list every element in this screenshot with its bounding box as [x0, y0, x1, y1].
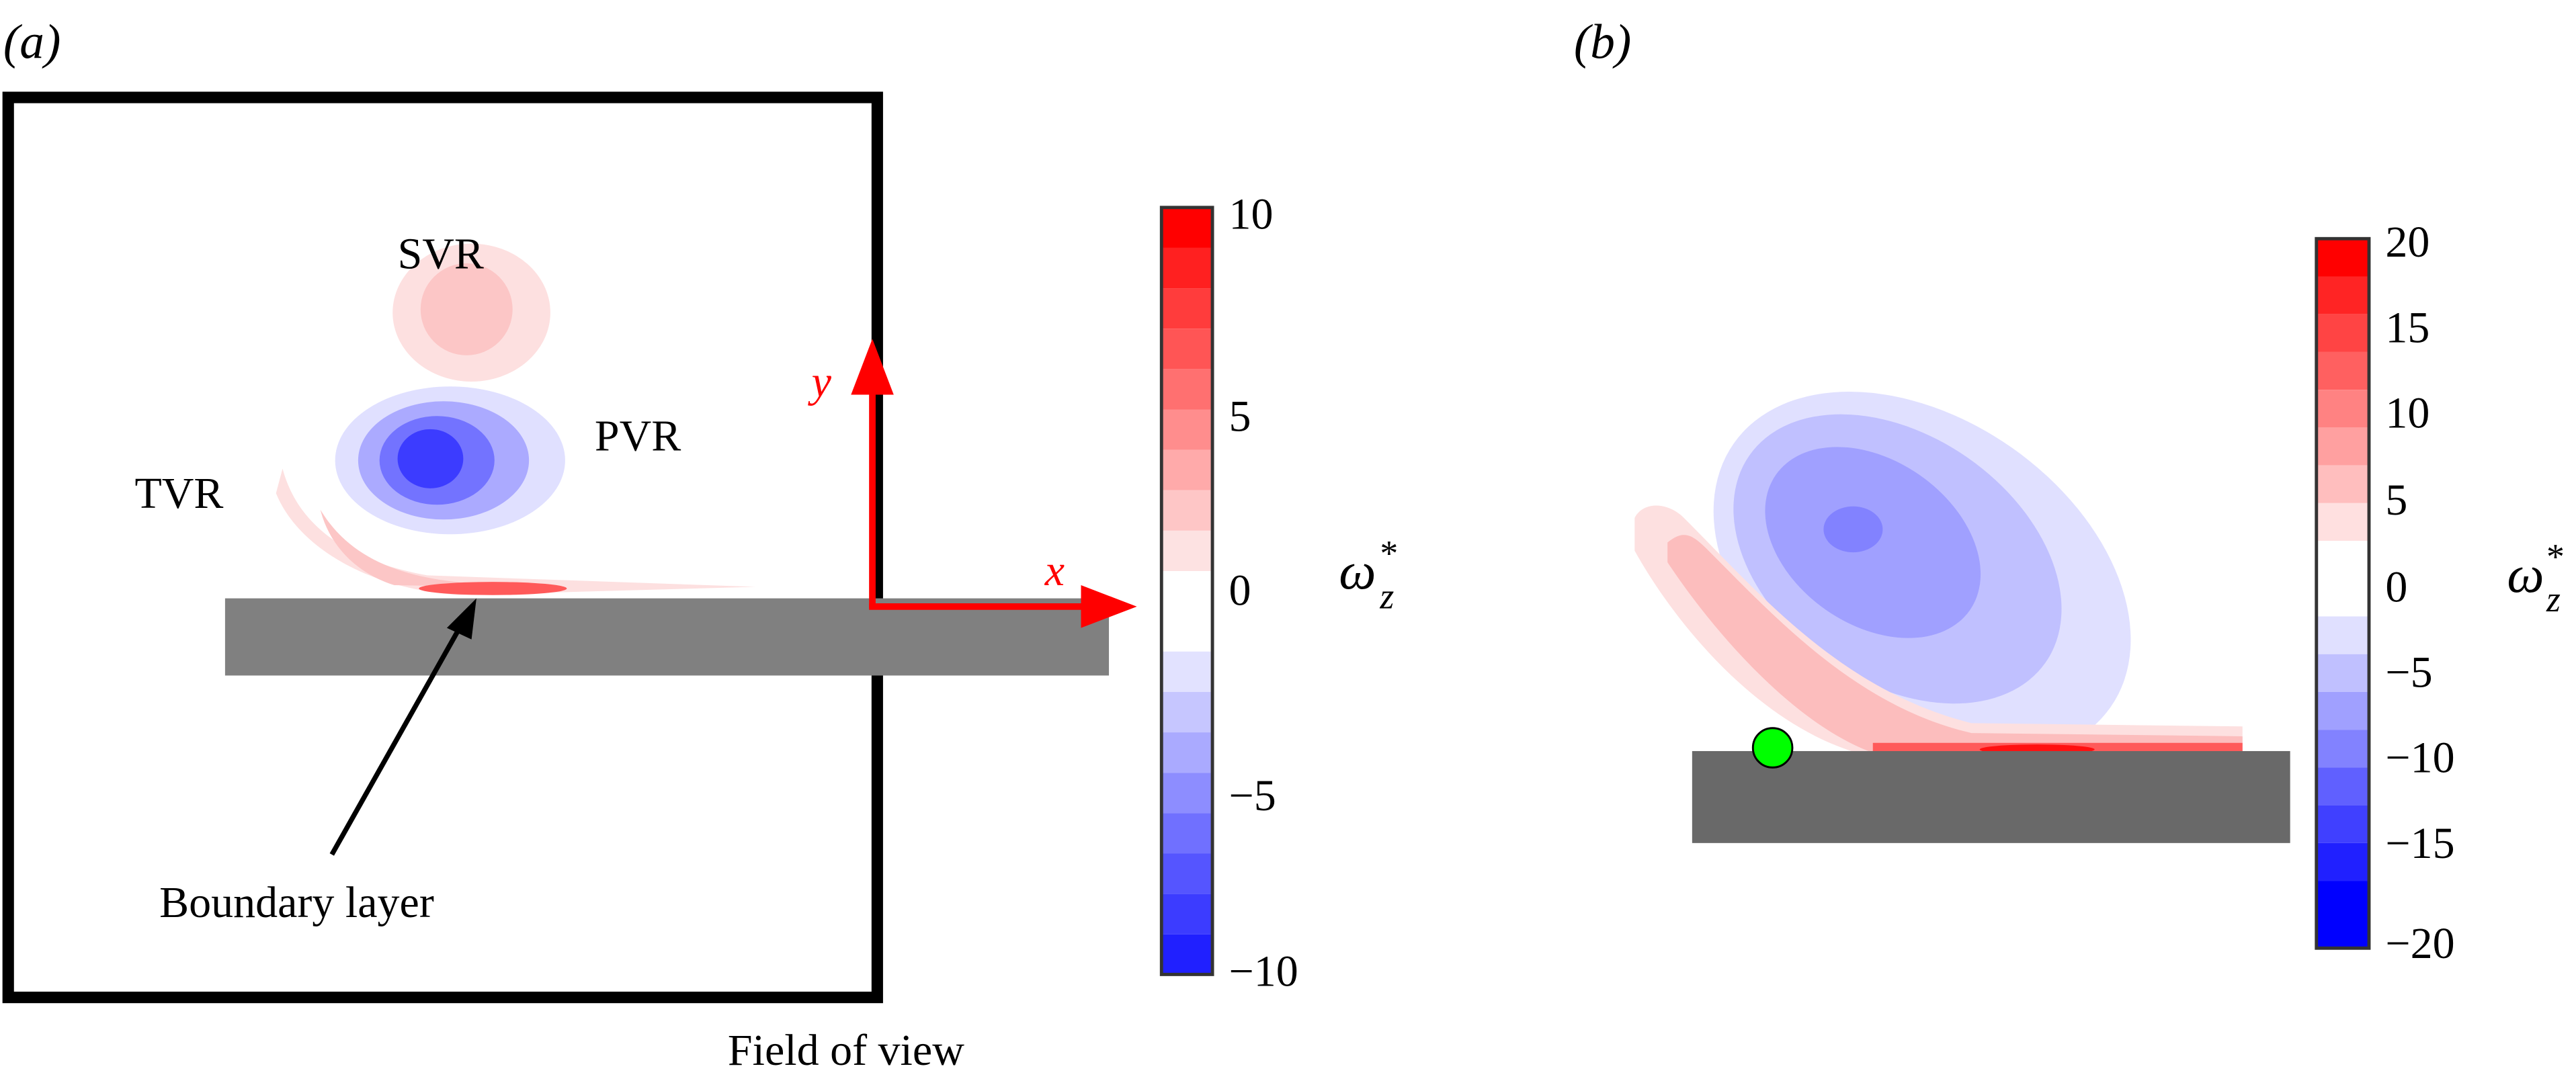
cb-b-tick: 15	[2385, 303, 2429, 352]
panel-b-label: (b)	[1574, 14, 1632, 69]
tvr-label: TVR	[134, 469, 223, 518]
field-of-view-box	[2, 91, 883, 1004]
cb-a-tick: 0	[1229, 566, 1251, 615]
cb-b-label-sub: z	[2546, 579, 2561, 619]
tvr-contour	[276, 468, 756, 595]
y-axis-label: y	[808, 357, 832, 406]
cb-b-tick: −10	[2385, 734, 2454, 783]
svr-label: SVR	[398, 229, 484, 278]
cb-a-tick: 5	[1229, 392, 1251, 441]
cb-b-tick: −15	[2385, 819, 2454, 868]
colorbar-b: 20 15 10 5 0 −5 −10 −15 −20 ω * z	[2315, 218, 2565, 968]
cb-b-tick: −20	[2385, 919, 2454, 968]
cb-a-label: ω	[1339, 541, 1376, 600]
pvr-contour	[335, 386, 565, 535]
marker-dot	[1751, 727, 1794, 769]
plate	[224, 598, 1110, 676]
cb-a-label-sup: *	[1380, 533, 1398, 574]
cb-b-tick: 10	[2385, 388, 2429, 437]
x-arrow-head-icon	[1081, 585, 1137, 628]
panel-b: (b)	[1574, 14, 2565, 968]
cb-b-tick: −5	[2385, 648, 2432, 697]
boundary-layer-label: Boundary layer	[159, 878, 434, 927]
plate	[1692, 750, 2290, 843]
svr-contour	[392, 243, 550, 382]
colorbar-a: 10 5 0 −5 −10 ω * z	[1159, 190, 1398, 996]
cb-a-label-sub: z	[1379, 576, 1394, 616]
cb-a-tick: 10	[1229, 190, 1273, 239]
panel-a-label: (a)	[3, 14, 61, 69]
cb-b-label-sup: *	[2546, 537, 2565, 577]
boundary-layer-arrow	[329, 598, 476, 856]
cb-b-tick: 0	[2385, 563, 2407, 612]
cb-b-label: ω	[2507, 545, 2544, 603]
xy-axes: y x	[808, 339, 1137, 628]
cb-a-tick: −5	[1229, 771, 1276, 820]
y-arrow-head-icon	[851, 339, 894, 395]
pvr-label: PVR	[595, 412, 681, 461]
x-axis-label: x	[1044, 546, 1065, 595]
cb-a-tick: −10	[1229, 947, 1298, 996]
cb-b-tick: 20	[2385, 218, 2429, 267]
cb-b-tick: 5	[2385, 476, 2407, 525]
field-of-view-label: Field of view	[728, 1026, 964, 1075]
panel-a: (a) SVR PVR TVR Boundary layer Field of …	[2, 14, 1398, 1075]
